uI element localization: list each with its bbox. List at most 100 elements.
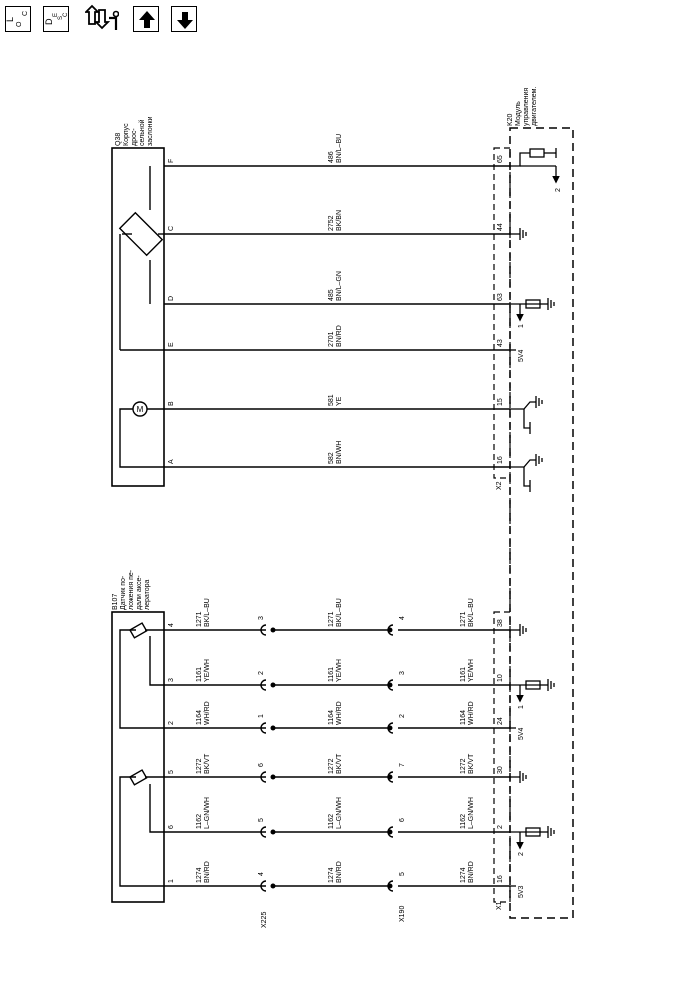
x190-pin-dot — [387, 725, 393, 731]
connector-view-button[interactable] — [83, 4, 120, 34]
b107-wire-num-b: 1161 — [328, 667, 335, 682]
b107-wire-color-b: YE/WH — [336, 659, 343, 682]
x225-terminal — [260, 624, 267, 636]
x190-pin: 3 — [399, 671, 406, 675]
desc-sub: E — [53, 13, 59, 17]
b107-wire-num-c: 1162 — [460, 814, 467, 829]
b107-wire-color-a: BK/L–BU — [204, 598, 211, 627]
b107-wire-num-c: 1274 — [460, 867, 467, 883]
description-button[interactable]: D E S C — [43, 6, 69, 32]
svg-text:Датчик по-: Датчик по- — [120, 575, 127, 610]
loc-sub: O — [16, 21, 23, 27]
q38-pin-D: D — [168, 296, 175, 301]
svg-text:Q38: Q38 — [115, 133, 122, 146]
desc-sub2: C — [63, 12, 69, 17]
x225-pin-dot — [270, 682, 276, 688]
b107-wire-color-a: BK/VT — [204, 753, 211, 774]
b107-wire-color-a: WH/RD — [204, 701, 211, 725]
b107-wire-num-c: 1161 — [460, 667, 467, 682]
x190-pin-dot — [387, 774, 393, 780]
loc-main: L — [6, 17, 15, 22]
x225-pin-dot — [270, 627, 276, 633]
q38-ecm-pin-15: 15 — [497, 398, 504, 406]
x190-pin-dot — [387, 682, 393, 688]
arrow-down-icon — [177, 12, 193, 29]
b107-wire-num-b: 1272 — [328, 758, 335, 774]
svg-text:дали аксе-: дали аксе- — [136, 575, 143, 610]
b107-ecm-pin-16: 16 — [497, 875, 504, 883]
q38-ecm-pin-63: 63 — [497, 293, 504, 301]
description-icon: D E S C — [44, 12, 69, 25]
b107-pin-5: 5 — [168, 770, 175, 774]
x225-pin-dot — [270, 829, 276, 835]
q38-wire-color-C: BK/BN — [336, 210, 343, 231]
x225-pin-dot — [270, 883, 276, 889]
q38-wire-color-F: BN/L–BU — [336, 134, 343, 163]
q38-ecm-pin-44: 44 — [497, 223, 504, 231]
b107-ecm-pin-10: 10 — [497, 674, 504, 682]
b107-wire-num-a: 1271 — [196, 611, 203, 627]
x225-pin-dot — [270, 725, 276, 731]
x225-terminal — [260, 679, 267, 691]
b107-wire-color-c: BK/L–BU — [468, 598, 475, 627]
b107-wire-num-c: 1271 — [460, 611, 467, 627]
q38-wire-num-A: 582 — [328, 452, 335, 464]
svg-text:ложения пе-: ложения пе- — [128, 569, 135, 610]
svg-text:заслонки: заслонки — [147, 116, 154, 146]
x225-label: X225 — [261, 912, 268, 928]
b107-pin-1: 1 — [168, 879, 175, 883]
location-icon: L O C — [6, 11, 29, 27]
q38-pin-E: E — [168, 342, 175, 347]
x225-pin: 4 — [258, 872, 265, 876]
q38-pin-B: B — [168, 401, 175, 406]
x190-pin-dot — [387, 829, 393, 835]
b107-wire-num-a: 1162 — [196, 814, 203, 829]
b107-wire-color-a: YE/WH — [204, 659, 211, 682]
b107-wire-color-b: BK/L–BU — [336, 598, 343, 627]
svg-text:Корпус: Корпус — [123, 123, 130, 146]
svg-text:лератора: лератора — [144, 579, 151, 610]
b107-ecm-pin-38: 38 — [497, 619, 504, 627]
location-button[interactable]: L O C — [5, 6, 31, 32]
q38-throttle-sensors — [118, 166, 164, 351]
b107-wire-num-b: 1274 — [328, 867, 335, 883]
ecm-5v4-b107: 5V4 — [518, 727, 525, 740]
connector-x1-strip — [493, 611, 511, 903]
q38-ecm-pin-65: 65 — [497, 155, 504, 163]
x225-pin: 1 — [258, 714, 265, 718]
desc-main: D — [44, 18, 54, 25]
q38-wire-num-D: 485 — [328, 289, 335, 301]
svg-text:K20: K20 — [507, 113, 514, 126]
b107-wire-color-b: BN/RD — [336, 861, 343, 883]
x190-pin: 4 — [399, 616, 406, 620]
up-button[interactable] — [133, 6, 159, 32]
b107-wire-color-a: BN/RD — [204, 861, 211, 883]
q38-pin-A: A — [168, 459, 175, 464]
q38-wire-color-E: BN/RD — [336, 325, 343, 347]
connector-x2-strip — [493, 147, 511, 479]
ecm-ref-2-top: 2 — [555, 188, 562, 192]
b107-wire-color-c: L–GN/WH — [468, 797, 475, 829]
b107-title: B107 Датчик по- ложения пе- дали аксе- л… — [112, 569, 151, 610]
q38-ecm-pin-16: 16 — [497, 456, 504, 464]
x225-pin: 3 — [258, 616, 265, 620]
down-button[interactable] — [171, 6, 197, 32]
q38-title: Q38 Корпус дрос- сельной заслонки — [115, 116, 154, 146]
b107-pedal-sensors — [119, 622, 164, 887]
q38-wire-color-A: BN/WH — [336, 441, 343, 464]
svg-text:управления: управления — [523, 88, 530, 126]
x2-label: X2 — [496, 481, 503, 490]
